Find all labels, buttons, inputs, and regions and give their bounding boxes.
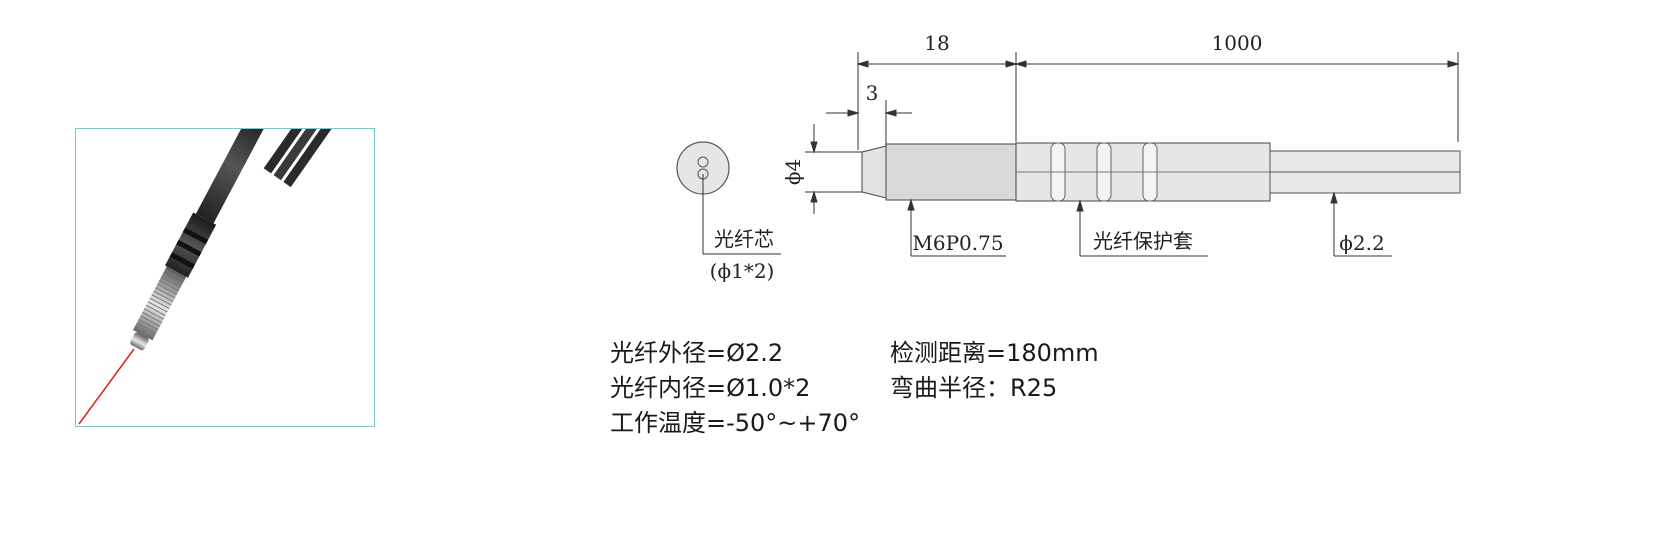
dim-1000: 1000 [1212,31,1263,55]
fiber-cable [273,129,333,181]
spec-column-left: 光纤外径=Ø2.2 光纤内径=Ø1.0*2 工作温度=-50°~+70° [610,336,890,441]
fiber-core-top [697,156,709,168]
fiber-cable [283,129,343,188]
product-photo [75,128,375,427]
fiber-core-label: 光纤芯 [714,227,774,251]
dim-18: 18 [924,31,949,55]
black-cable [195,129,270,224]
sensor-tip [130,332,149,351]
fiber-core-spec: (ϕ1*2) [710,259,775,283]
spec-bend-radius: 弯曲半径：R25 [890,374,1058,402]
spec-column-right: 检测距离=180mm 弯曲半径：R25 [890,336,1150,406]
dim-3: 3 [866,81,879,105]
spec-inner-diameter: 光纤内径=Ø1.0*2 [610,374,811,402]
cable-diameter-label: ϕ2.2 [1339,231,1384,255]
thread-label: M6P0.75 [912,231,1003,255]
tip-outline [861,145,887,199]
spec-detection-distance: 检测距离=180mm [890,339,1099,367]
spec-outer-diameter: 光纤外径=Ø2.2 [610,339,784,367]
spec-temperature: 工作温度=-50°~+70° [610,409,861,437]
fiber-cable [263,129,323,174]
sleeve-label: 光纤保护套 [1093,229,1193,253]
protective-sleeve [165,212,217,278]
sensor-photo-illustration [78,129,343,425]
thread-outline [885,143,1017,201]
dim-phi4: ϕ4 [781,159,805,185]
laser-beam [78,348,135,425]
